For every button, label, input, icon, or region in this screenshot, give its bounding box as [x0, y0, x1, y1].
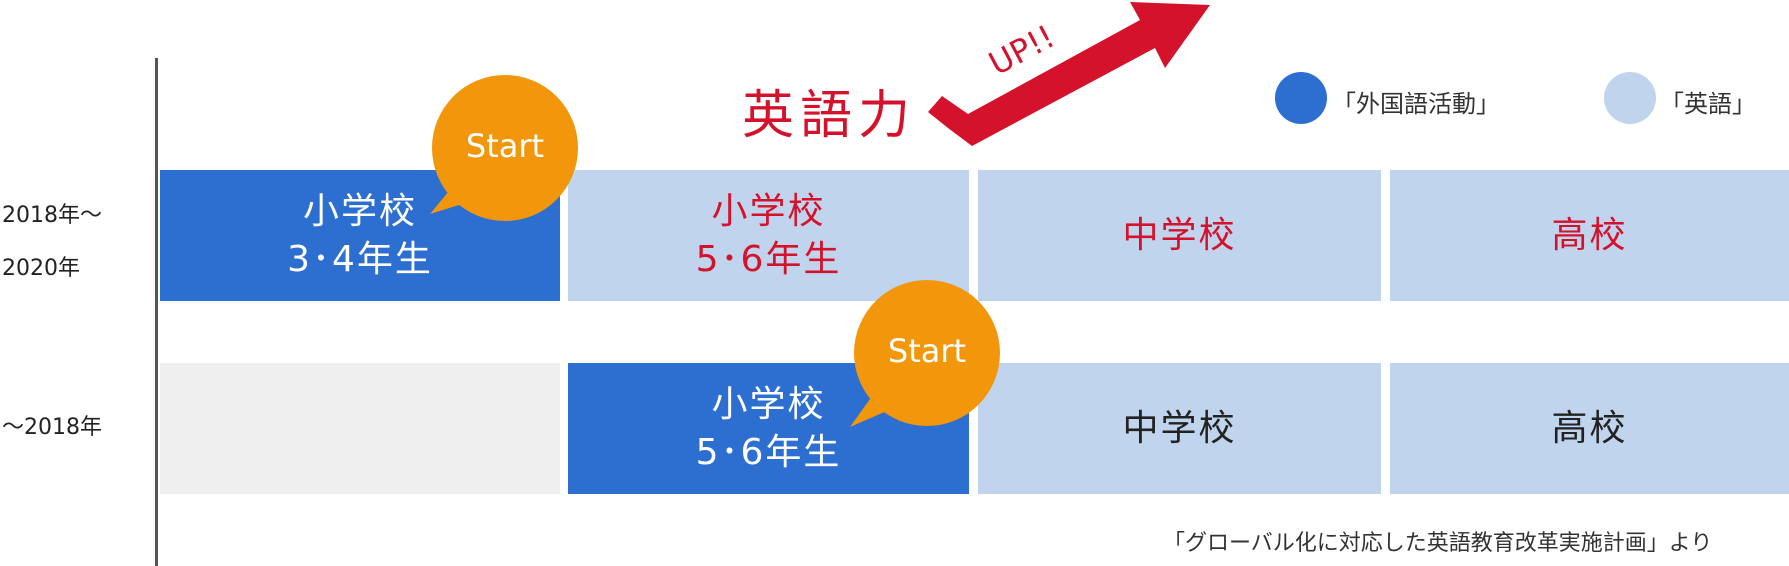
- cell-text-line2: 3･4年生: [287, 238, 433, 280]
- cell-text-line1: 小学校: [302, 190, 417, 232]
- legend-dot-eigo: [1604, 72, 1656, 124]
- cell-text-line2: 5･6年生: [695, 238, 842, 280]
- legend-label-eigo: 「英語」: [1660, 90, 1756, 118]
- cell-new-elementary-5-6: 小学校 5･6年生: [568, 170, 969, 301]
- cell-new-high-school: 高校: [1390, 170, 1789, 301]
- eigo-ryoku-heading: 英語力: [742, 86, 917, 146]
- cell-old-high-school: 高校: [1390, 363, 1789, 494]
- row-label-2018-2020-line2: 2020年: [2, 256, 80, 281]
- cell-new-junior-high: 中学校: [978, 170, 1381, 301]
- timeline-axis: [155, 58, 158, 566]
- cell-new-elementary-3-4: 小学校 3･4年生: [160, 170, 560, 301]
- legend-dot-gaikokugo: [1275, 72, 1327, 124]
- cell-text-line1: 中学校: [1122, 407, 1237, 449]
- cell-text-line1: 高校: [1551, 407, 1628, 449]
- cell-old-elementary-5-6: 小学校 5･6年生: [568, 363, 969, 494]
- cell-text-line1: 高校: [1551, 214, 1628, 256]
- cell-old-junior-high: 中学校: [978, 363, 1381, 494]
- up-arrow: [928, 2, 1210, 146]
- start-label-old: Start: [887, 332, 967, 370]
- legend-label-gaikokugo: 「外国語活動」: [1332, 90, 1500, 118]
- cell-text-line1: 中学校: [1122, 214, 1237, 256]
- source-footnote: 「グローバル化に対応した英語教育改革実施計画」より: [1163, 531, 1713, 556]
- start-label-new: Start: [465, 127, 545, 165]
- cell-text-line1: 小学校: [711, 190, 826, 232]
- cell-text-line1: 小学校: [711, 383, 826, 425]
- row-label-2018-2020-line1: 2018年～: [2, 203, 102, 228]
- row-label-until-2018: ～2018年: [2, 415, 102, 440]
- cell-old-empty: [160, 363, 560, 494]
- cell-text-line2: 5･6年生: [695, 431, 842, 473]
- up-arrow-shape: [928, 2, 1210, 146]
